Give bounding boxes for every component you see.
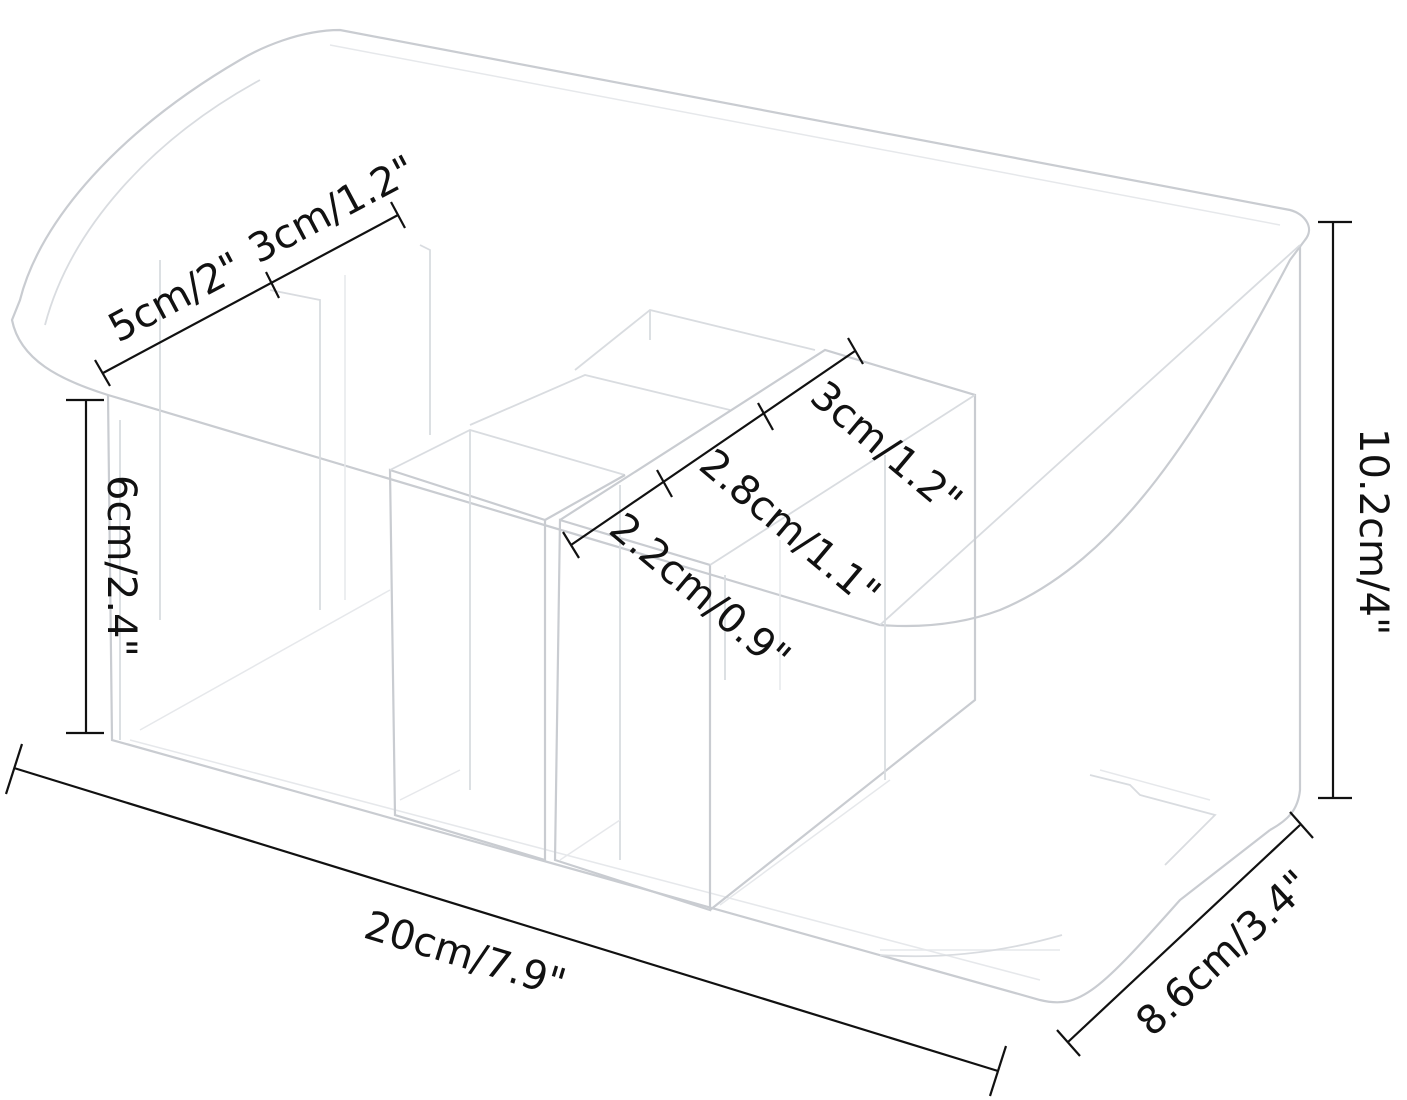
dimension-front-height: 6cm/2.4"	[66, 398, 144, 735]
organizer-illustration	[10, 28, 1311, 1004]
dimension-left-compartments: 5cm/2" 3cm/1.2"	[94, 147, 423, 387]
depth-measure-line	[1067, 824, 1301, 1043]
middle-tick-end	[847, 337, 864, 365]
width-label: 20cm/7.9"	[359, 903, 571, 1008]
width-tick-end	[988, 1045, 1008, 1097]
depth-label: 8.6cm/3.4"	[1127, 862, 1319, 1046]
dimension-overall-depth: 8.6cm/3.4"	[1056, 811, 1320, 1057]
left-compartment-tick-end	[390, 201, 406, 229]
dimension-overall-width: 20cm/7.9"	[4, 743, 1008, 1097]
width-tick-start	[4, 743, 24, 795]
height-label: 10.2cm/4"	[1350, 428, 1396, 635]
left-compartment-label: 5cm/2"	[101, 244, 250, 352]
depth-tick-start	[1289, 811, 1314, 839]
middle-tick-2	[757, 402, 774, 431]
left-compartment-tick-mid	[265, 271, 280, 299]
dimension-overall-height: 10.2cm/4"	[1318, 220, 1396, 800]
dimension-middle-compartments: 3cm/1.2" 2.8cm/1.1" 2.2cm/0.9"	[562, 337, 971, 681]
middle-tick-1	[656, 469, 673, 498]
middle-rear-label: 3cm/1.2"	[802, 372, 971, 524]
middle-measure-line	[570, 350, 856, 546]
left-compartment-tick-start	[94, 359, 111, 387]
front-height-label: 6cm/2.4"	[98, 475, 144, 657]
left-compartment-measure-line	[102, 214, 399, 374]
middle-tick-start	[562, 531, 580, 559]
width-measure-line	[13, 766, 999, 1073]
depth-tick-end	[1056, 1029, 1081, 1057]
